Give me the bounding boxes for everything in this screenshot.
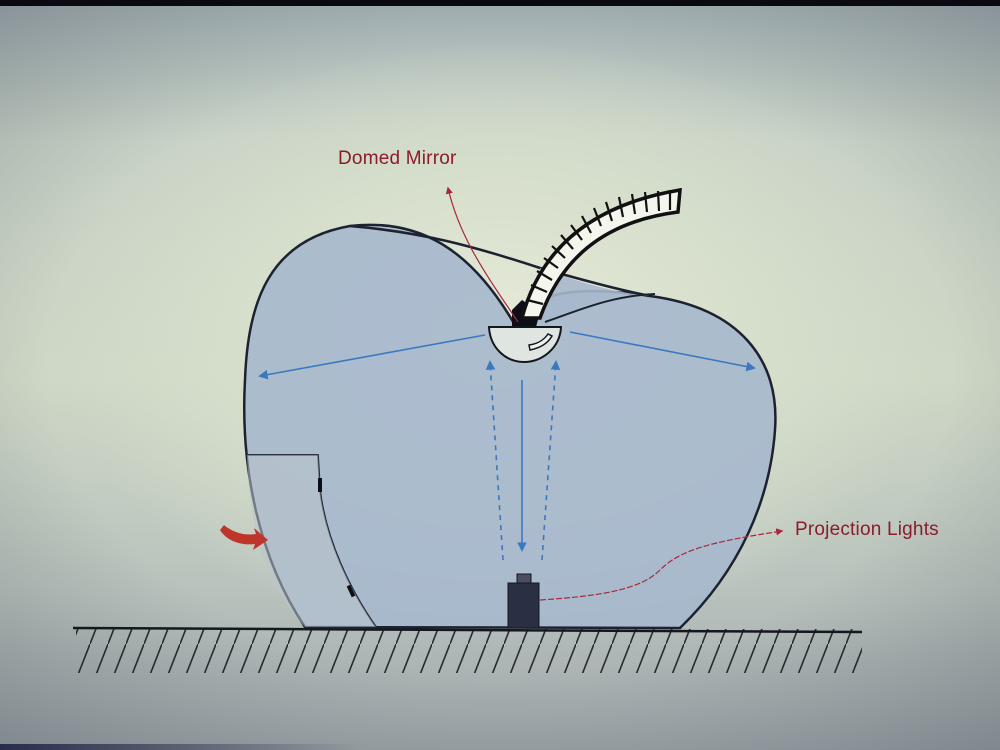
domed-mirror-leader [445,186,519,323]
projection-lights-label: Projection Lights [795,519,939,540]
domed-mirror [487,326,563,364]
projection-lights-leader [539,528,784,601]
apple-body [243,223,777,630]
door [247,454,377,628]
domed-mirror-label: Domed Mirror [338,148,457,169]
apple-inner-fold [544,293,656,323]
door-swing-arrow-icon [220,525,268,550]
bezel-edge [0,744,360,750]
door-hinge-bottom [346,584,356,598]
apple-flap-fill [540,268,650,322]
ground [72,626,863,673]
apple-top-flap [349,224,651,298]
projection-light [507,573,540,629]
light-rays [258,331,756,561]
door-hinge-top [318,478,322,492]
stem [519,187,682,320]
